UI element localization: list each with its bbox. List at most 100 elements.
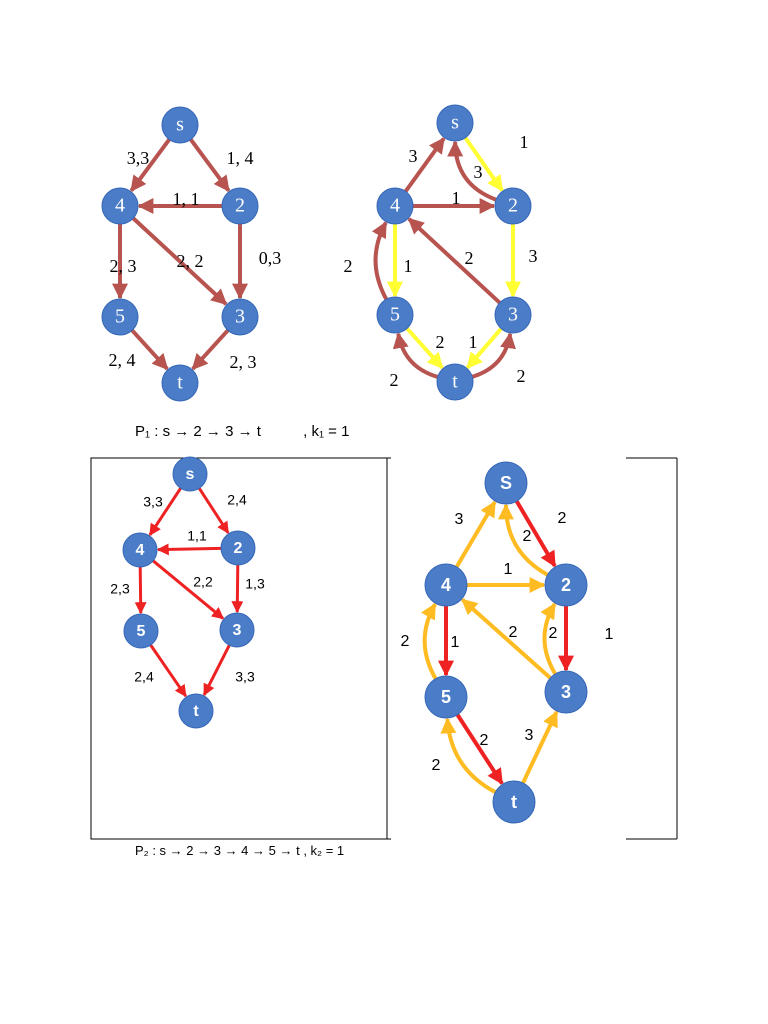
edge-label-2-to-3: 0,3 <box>259 248 282 268</box>
node-label-t: t <box>511 792 517 812</box>
node-s <box>484 461 528 505</box>
node-label-t: t <box>452 371 458 393</box>
edge-label-s-to-2: 2 <box>523 528 532 545</box>
path-1-k: , k₁ = 1 <box>303 423 350 440</box>
edge-2-to-s <box>497 503 549 577</box>
node-label-5: 5 <box>390 304 400 326</box>
node-3 <box>544 670 588 714</box>
edge-label-t-to-5: 2 <box>432 757 441 774</box>
edge-label-s-to-2: 1, 4 <box>227 148 254 168</box>
node-label-t: t <box>177 372 183 394</box>
edge-5-to-4 <box>371 221 389 301</box>
edge-label-4-to-3: 2,2 <box>193 574 213 590</box>
node-label-5: 5 <box>441 687 451 707</box>
edge-4-to-5 <box>134 566 147 615</box>
node-5 <box>424 675 468 719</box>
edge-label-t-to-3: 2 <box>517 366 526 386</box>
edge-3-to-t <box>191 328 230 371</box>
edge-5-to-t <box>130 328 169 371</box>
edge-s-to-2 <box>197 487 230 534</box>
edge-label-5-to-t: 2, 4 <box>109 350 136 370</box>
node-s <box>161 106 199 144</box>
edge-label-3-to-4: 2 <box>465 248 474 268</box>
left-panel-border <box>90 457 388 840</box>
path-caption-2: P₂ : s → 2 → 3 → 4 → 5 → t , k₂ = 1 <box>135 843 345 858</box>
edge-label-4-to-5: 2, 3 <box>110 256 137 276</box>
edge-label-2-to-4: 1, 1 <box>173 189 200 209</box>
edge-t-to-5 <box>392 332 439 379</box>
node-label-2: 2 <box>235 195 245 217</box>
edge-label-5-to-4: 2 <box>344 256 353 276</box>
frame-lines <box>90 457 678 840</box>
node-t <box>492 780 536 824</box>
edge-label-5-to-4: 2 <box>401 633 410 650</box>
node-label-3: 3 <box>233 622 242 639</box>
node-label-s: s <box>176 114 184 136</box>
edge-3-to-t <box>202 644 231 697</box>
edge-label-2-to-3: 3 <box>529 246 538 266</box>
edge-label-4-to-s: 3 <box>455 511 464 528</box>
node-3 <box>219 612 255 648</box>
edge-s-to-2 <box>189 138 231 193</box>
edge-5-to-t <box>405 327 444 370</box>
edge-t-to-3 <box>521 710 559 784</box>
node-4 <box>424 563 468 607</box>
node-label-2: 2 <box>561 575 571 595</box>
edge-s-to-2 <box>463 136 504 192</box>
node-t <box>161 364 199 402</box>
edge-2-to-4 <box>156 543 222 556</box>
edge-label-2-to-s: 2 <box>558 510 567 527</box>
node-t <box>436 363 474 401</box>
edge-label-s-to-4: 3,3 <box>127 148 150 168</box>
node-5 <box>376 296 414 334</box>
node-label-s: s <box>451 112 459 134</box>
edge-4-to-s <box>454 500 497 568</box>
edge-3-to-4 <box>407 217 502 305</box>
node-4 <box>101 187 139 225</box>
edge-label-3-to-t: 2, 3 <box>230 352 257 372</box>
node-label-5: 5 <box>115 306 125 328</box>
edge-label-2-to-4: 1,1 <box>187 528 207 544</box>
node-3 <box>494 296 532 334</box>
node-label-2: 2 <box>234 540 243 557</box>
edge-2-to-s <box>447 140 497 202</box>
node-s <box>172 456 208 492</box>
node-label-4: 4 <box>390 195 400 217</box>
node-label-t: t <box>193 703 199 720</box>
edge-label-4-to-5: 1 <box>404 256 413 276</box>
node-2 <box>494 187 532 225</box>
edge-s-to-4 <box>148 487 182 536</box>
edge-3-to-t <box>465 327 503 369</box>
node-4 <box>122 532 158 568</box>
edge-t-to-3 <box>471 332 516 379</box>
edge-label-3-to-t: 3,3 <box>235 669 255 685</box>
edge-3-to-2 <box>540 602 557 676</box>
node-label-s: S <box>500 473 512 493</box>
edge-label-4-to-3: 2, 2 <box>177 251 204 271</box>
edge-label-5-to-t: 2,4 <box>134 669 154 685</box>
edge-label-4-to-s: 3 <box>409 146 418 166</box>
edge-label-4-to-2: 1 <box>452 188 461 208</box>
edge-5-to-4 <box>420 602 438 680</box>
edge-5-to-t <box>149 644 188 698</box>
edge-label-3-to-2: 1 <box>605 626 614 643</box>
edge-label-4-to-2: 1 <box>504 561 513 578</box>
node-5 <box>123 613 159 649</box>
node-2 <box>221 187 259 225</box>
node-5 <box>101 298 139 336</box>
edge-4-to-3 <box>152 559 225 620</box>
node-label-2: 2 <box>508 195 518 217</box>
node-t <box>178 693 214 729</box>
edge-s-to-4 <box>129 138 171 193</box>
edge-label-s-to-4: 3,3 <box>143 494 163 510</box>
node-label-4: 4 <box>136 542 145 559</box>
node-s <box>436 104 474 142</box>
edge-label-t-to-5: 2 <box>390 370 399 390</box>
edge-label-3-to-t: 1 <box>469 332 478 352</box>
node-label-5: 5 <box>137 623 146 640</box>
edge-label-5-to-t: 2 <box>436 332 445 352</box>
edge-3-to-4 <box>461 598 552 680</box>
edge-label-2-to-s: 1 <box>520 132 529 152</box>
